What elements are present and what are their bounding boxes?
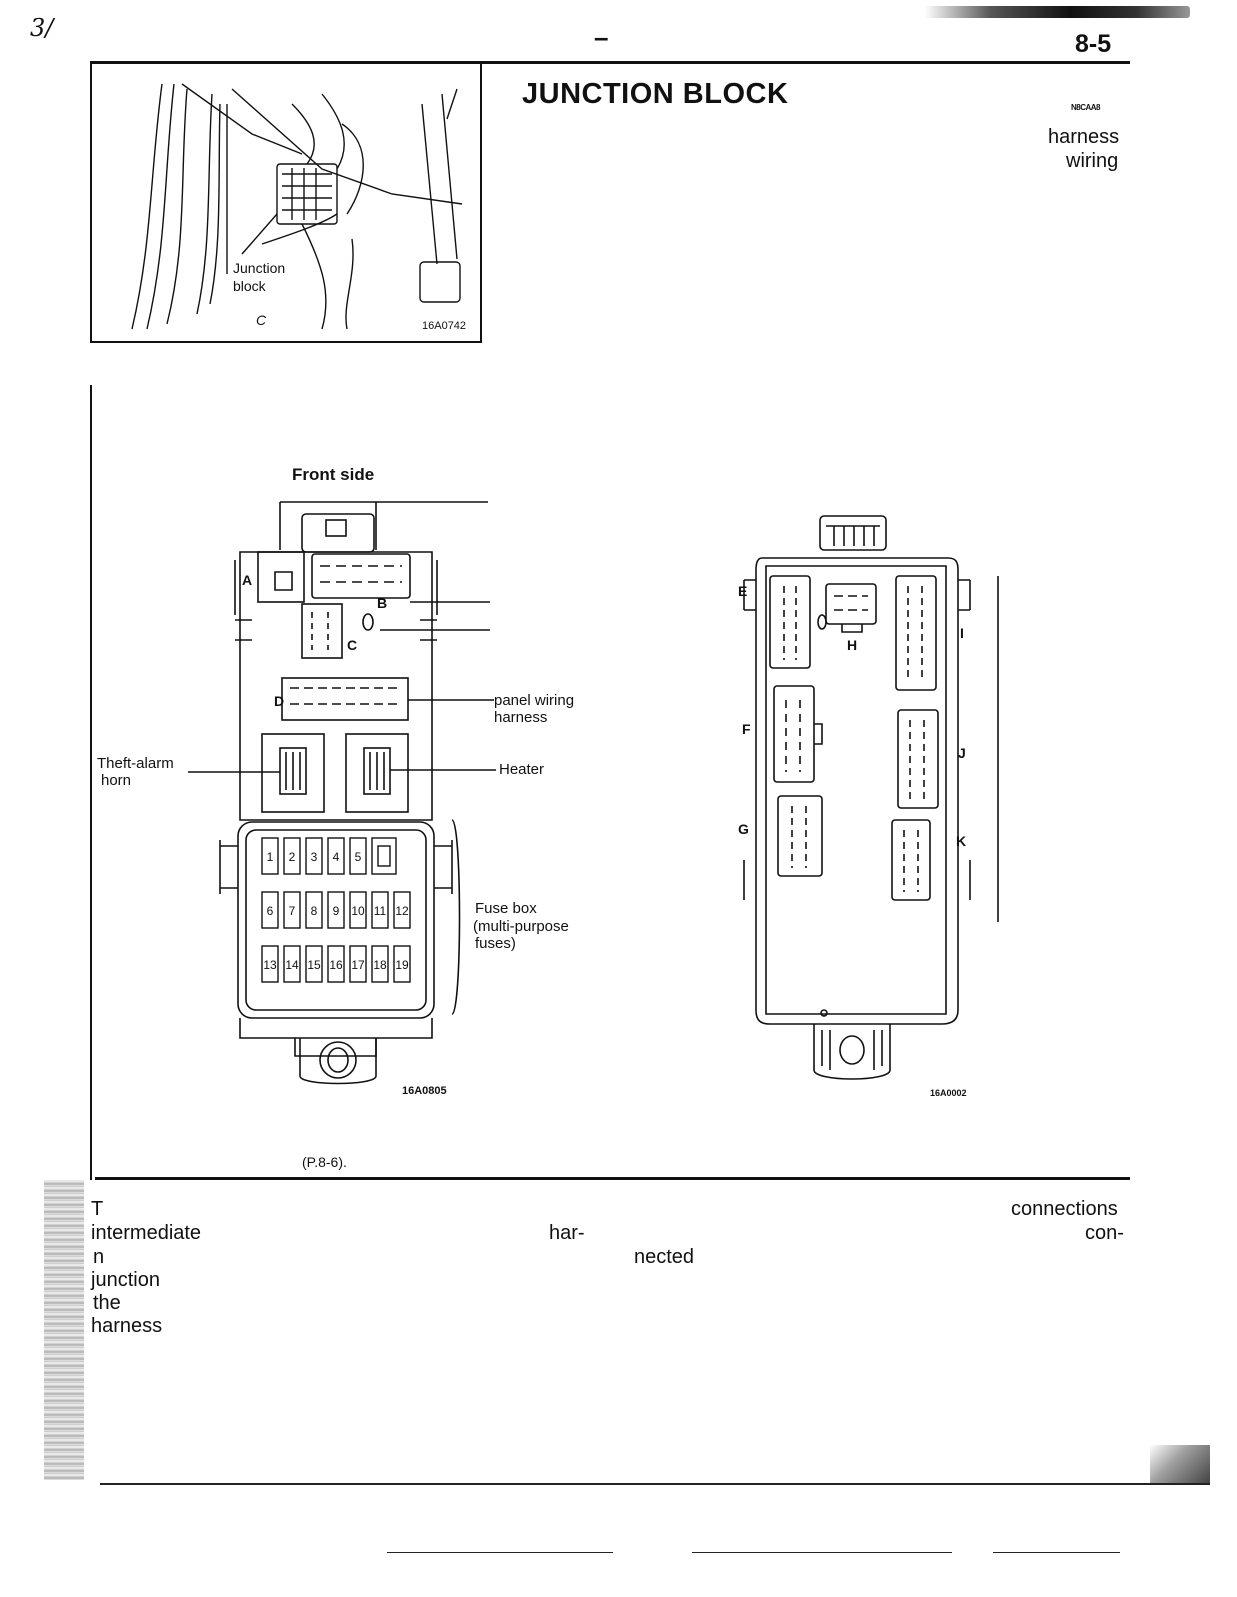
- section-left-rule: [90, 385, 92, 1180]
- header-smudge: [925, 6, 1190, 18]
- para-word-intermediate: intermediate: [91, 1222, 202, 1244]
- location-label-junction: Junction: [233, 260, 286, 276]
- scan-binding-smudge: [44, 1180, 84, 1480]
- connector-k-label: K: [956, 833, 966, 849]
- connector-d-label: D: [274, 693, 284, 709]
- right-word-harness: harness: [1048, 126, 1120, 148]
- corner-mark: 3/: [30, 14, 54, 42]
- fuse-number: 5: [355, 850, 362, 864]
- fuse-number: 9: [333, 904, 340, 918]
- connector-e-label: E: [738, 583, 747, 599]
- location-figure-id: 16A0742: [422, 320, 467, 332]
- location-label-c: C: [256, 312, 267, 328]
- para-word-har: har-: [549, 1222, 585, 1244]
- footer-line-3: [993, 1552, 1120, 1553]
- para-word-harness: harness: [91, 1315, 163, 1337]
- fuse-number: 12: [395, 904, 409, 918]
- front-figure-id: 16A0805: [402, 1085, 447, 1097]
- rear-side-diagram: E F G H I J K: [738, 515, 999, 1080]
- connector-h-label: H: [847, 637, 857, 653]
- location-label-block: block: [233, 278, 266, 294]
- fuse-number: 18: [373, 958, 387, 972]
- para-word-nected: nected: [634, 1246, 695, 1268]
- front-side-heading: Front side: [292, 465, 375, 484]
- page-reference: (P.8-6).: [302, 1154, 347, 1170]
- page-bottom-rule: [100, 1483, 1210, 1485]
- para-word-the: the: [93, 1292, 121, 1314]
- connector-b-label: B: [377, 595, 387, 611]
- connector-f-label: F: [742, 721, 751, 737]
- page-number: 8-5: [1075, 30, 1112, 58]
- connector-c-label: C: [347, 637, 357, 653]
- fuse-number: 2: [289, 850, 296, 864]
- label-theft-alarm: Theft-alarm: [97, 755, 174, 772]
- fuse-number: 4: [333, 850, 340, 864]
- label-fuse-box: Fuse box: [475, 900, 537, 917]
- fuse-number: 6: [267, 904, 274, 918]
- label-fuses: fuses): [475, 935, 516, 952]
- label-heater: Heater: [499, 761, 545, 778]
- header-dash: –: [594, 22, 609, 52]
- footer-line-2: [692, 1552, 952, 1553]
- section-bottom-rule: [95, 1177, 1130, 1180]
- right-word-wiring: wiring: [1066, 150, 1119, 172]
- fuse-number: 16: [329, 958, 343, 972]
- para-word-connections: connections: [1011, 1198, 1118, 1220]
- label-multi-purpose: (multi-purpose: [473, 918, 569, 935]
- scan-corner-smudge: [1150, 1445, 1210, 1485]
- para-word-n: n: [93, 1246, 105, 1268]
- fuse-number: 7: [289, 904, 296, 918]
- fuse-number: 19: [395, 958, 409, 972]
- label-panel-harness: harness: [494, 709, 548, 726]
- section-title: JUNCTION BLOCK: [522, 78, 789, 110]
- fuse-number: 13: [263, 958, 277, 972]
- location-figure: [90, 64, 482, 343]
- location-figure-divider: [480, 64, 482, 342]
- location-illustration: [131, 83, 463, 330]
- connector-i-label: I: [960, 625, 964, 641]
- fuse-number: 3: [311, 850, 318, 864]
- rear-figure-id: 16A0002: [930, 1088, 967, 1098]
- para-word-junction: junction: [91, 1269, 160, 1291]
- connector-g-label: G: [738, 821, 749, 837]
- label-horn: horn: [101, 772, 132, 789]
- header-rule: [90, 61, 1130, 64]
- section-code: N8CAA8: [1071, 103, 1101, 112]
- fuse-number: 10: [351, 904, 365, 918]
- para-word-t: T: [91, 1198, 104, 1220]
- connector-j-label: J: [958, 745, 966, 761]
- para-word-con: con-: [1085, 1222, 1124, 1244]
- fuse-number: 8: [311, 904, 318, 918]
- fuse-number: 1: [267, 850, 274, 864]
- connector-a-label: A: [242, 572, 252, 588]
- fuse-number: 14: [285, 958, 299, 972]
- fuse-number: 15: [307, 958, 321, 972]
- front-side-diagram: 1 2 3 4 5 6 7 8 9 10 11 12 13 14 15 16 1…: [188, 501, 496, 1085]
- fuse-number: 11: [374, 904, 387, 918]
- fuse-number: 17: [351, 958, 365, 972]
- label-panel-wiring: panel wiring: [494, 692, 575, 709]
- footer-line-1: [387, 1552, 613, 1553]
